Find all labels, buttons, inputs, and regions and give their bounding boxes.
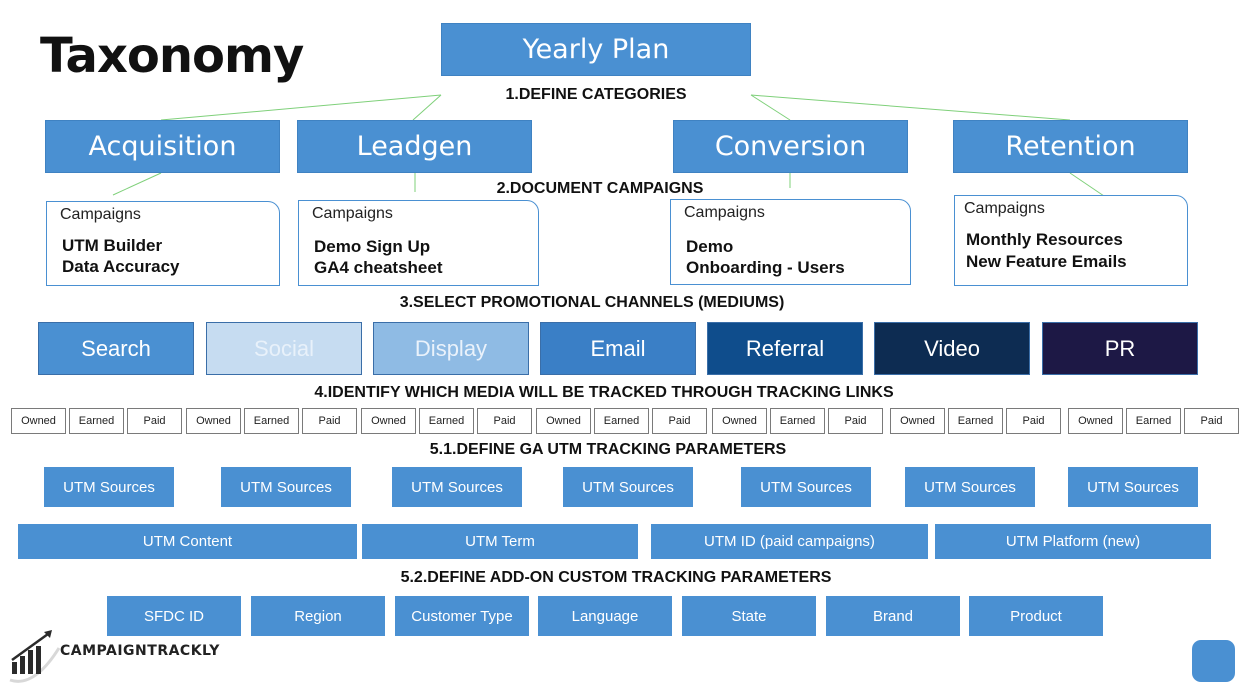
campaigns-card-label: Campaigns: [964, 200, 1045, 217]
root-node-yearly-plan[interactable]: Yearly Plan: [441, 23, 751, 76]
campaign-item: Data Accuracy: [62, 257, 180, 276]
utm-sources-6[interactable]: UTM Sources: [905, 467, 1035, 507]
media-earned-1[interactable]: Earned: [69, 408, 124, 434]
channel-social[interactable]: Social: [206, 322, 362, 375]
addon-param-product[interactable]: Product: [969, 596, 1103, 636]
media-owned-6[interactable]: Owned: [890, 408, 945, 434]
addon-param-language[interactable]: Language: [538, 596, 672, 636]
media-earned-6[interactable]: Earned: [948, 408, 1003, 434]
media-paid-4[interactable]: Paid: [652, 408, 707, 434]
channel-pr[interactable]: PR: [1042, 322, 1198, 375]
campaigns-card-label: Campaigns: [312, 205, 393, 222]
addon-param-customer-type[interactable]: Customer Type: [395, 596, 529, 636]
campaigns-card-acquisition: Campaigns UTM Builder Data Accuracy: [46, 201, 280, 286]
media-paid-2[interactable]: Paid: [302, 408, 357, 434]
campaigns-card-label: Campaigns: [60, 206, 141, 223]
media-owned-2[interactable]: Owned: [186, 408, 241, 434]
media-owned-5[interactable]: Owned: [712, 408, 767, 434]
media-earned-4[interactable]: Earned: [594, 408, 649, 434]
campaigns-card-leadgen: Campaigns Demo Sign Up GA4 cheatsheet: [298, 200, 539, 286]
category-acquisition[interactable]: Acquisition: [45, 120, 280, 173]
addon-param-sfdc-id[interactable]: SFDC ID: [107, 596, 241, 636]
utm-sources-5[interactable]: UTM Sources: [741, 467, 871, 507]
media-earned-7[interactable]: Earned: [1126, 408, 1181, 434]
media-paid-3[interactable]: Paid: [477, 408, 532, 434]
step-1-label: 1.DEFINE CATEGORIES: [505, 86, 687, 103]
category-leadgen[interactable]: Leadgen: [297, 120, 532, 173]
connector-root-retention: [750, 94, 1071, 121]
campaign-item: New Feature Emails: [966, 252, 1127, 271]
channel-video[interactable]: Video: [874, 322, 1030, 375]
campaign-item: UTM Builder: [62, 236, 163, 255]
media-owned-7[interactable]: Owned: [1068, 408, 1123, 434]
connector-acquisition-campaigns: [112, 172, 162, 196]
utm-sources-3[interactable]: UTM Sources: [392, 467, 522, 507]
utm-sources-2[interactable]: UTM Sources: [221, 467, 351, 507]
campaigns-card-label: Campaigns: [684, 204, 765, 221]
campaign-item: Monthly Resources: [966, 230, 1123, 249]
step-2-label: 2.DOCUMENT CAMPAIGNS: [496, 180, 704, 197]
media-earned-3[interactable]: Earned: [419, 408, 474, 434]
media-earned-5[interactable]: Earned: [770, 408, 825, 434]
addon-param-brand[interactable]: Brand: [826, 596, 960, 636]
campaign-item: Demo: [686, 237, 734, 256]
connector-root-conversion: [750, 94, 791, 121]
media-earned-2[interactable]: Earned: [244, 408, 299, 434]
utm-param-content[interactable]: UTM Content: [18, 524, 357, 559]
connector-root-leadgen: [412, 94, 442, 121]
utm-sources-1[interactable]: UTM Sources: [44, 467, 174, 507]
media-owned-3[interactable]: Owned: [361, 408, 416, 434]
page-title: Taxonomy: [40, 28, 304, 84]
media-paid-5[interactable]: Paid: [828, 408, 883, 434]
campaign-item: Onboarding - Users: [686, 258, 845, 277]
floating-action-button[interactable]: [1192, 640, 1235, 682]
utm-param-term[interactable]: UTM Term: [362, 524, 638, 559]
step-5-2-label: 5.2.DEFINE ADD-ON CUSTOM TRACKING PARAME…: [400, 569, 832, 586]
utm-sources-4[interactable]: UTM Sources: [563, 467, 693, 507]
step-3-label: 3.SELECT PROMOTIONAL CHANNELS (MEDIUMS): [399, 294, 785, 311]
step-4-label: 4.IDENTIFY WHICH MEDIA WILL BE TRACKED T…: [314, 384, 894, 401]
campaigntrackly-logo-icon: [4, 618, 66, 684]
campaign-item: GA4 cheatsheet: [314, 258, 443, 277]
channel-referral[interactable]: Referral: [707, 322, 863, 375]
connector-retention-campaigns: [1069, 172, 1105, 197]
campaigns-card-conversion: Campaigns Demo Onboarding - Users: [670, 199, 911, 285]
media-paid-1[interactable]: Paid: [127, 408, 182, 434]
utm-sources-7[interactable]: UTM Sources: [1068, 467, 1198, 507]
campaign-item: Demo Sign Up: [314, 237, 431, 256]
media-owned-1[interactable]: Owned: [11, 408, 66, 434]
channel-search[interactable]: Search: [38, 322, 194, 375]
category-conversion[interactable]: Conversion: [673, 120, 908, 173]
brand-name: CAMPAIGNTRACKLY: [60, 643, 220, 659]
channel-email[interactable]: Email: [540, 322, 696, 375]
utm-param-platform[interactable]: UTM Platform (new): [935, 524, 1211, 559]
category-retention[interactable]: Retention: [953, 120, 1188, 173]
media-paid-7[interactable]: Paid: [1184, 408, 1239, 434]
campaigns-card-retention: Campaigns Monthly Resources New Feature …: [954, 195, 1188, 286]
media-paid-6[interactable]: Paid: [1006, 408, 1061, 434]
connector-root-acquisition: [160, 94, 442, 121]
utm-param-id[interactable]: UTM ID (paid campaigns): [651, 524, 928, 559]
channel-display[interactable]: Display: [373, 322, 529, 375]
step-5-1-label: 5.1.DEFINE GA UTM TRACKING PARAMETERS: [429, 441, 787, 458]
addon-param-state[interactable]: State: [682, 596, 816, 636]
media-owned-4[interactable]: Owned: [536, 408, 591, 434]
addon-param-region[interactable]: Region: [251, 596, 385, 636]
